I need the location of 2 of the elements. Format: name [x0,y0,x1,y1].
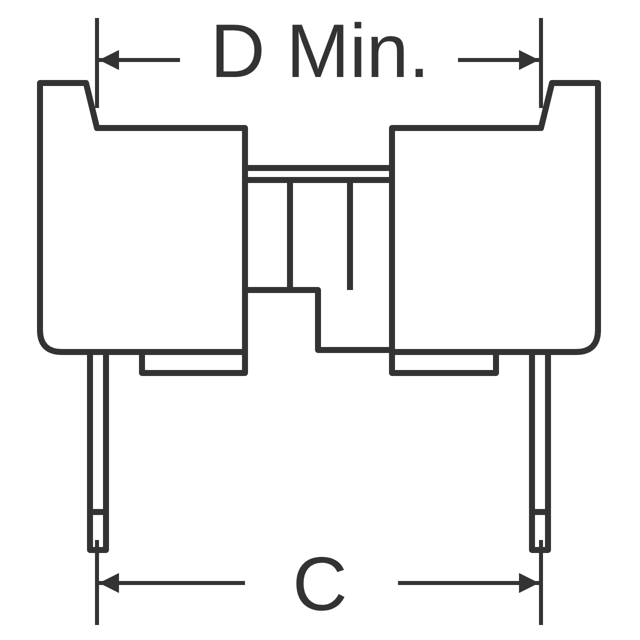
dimension-label: C [292,547,348,623]
dimension-label: D Min. [210,14,430,90]
